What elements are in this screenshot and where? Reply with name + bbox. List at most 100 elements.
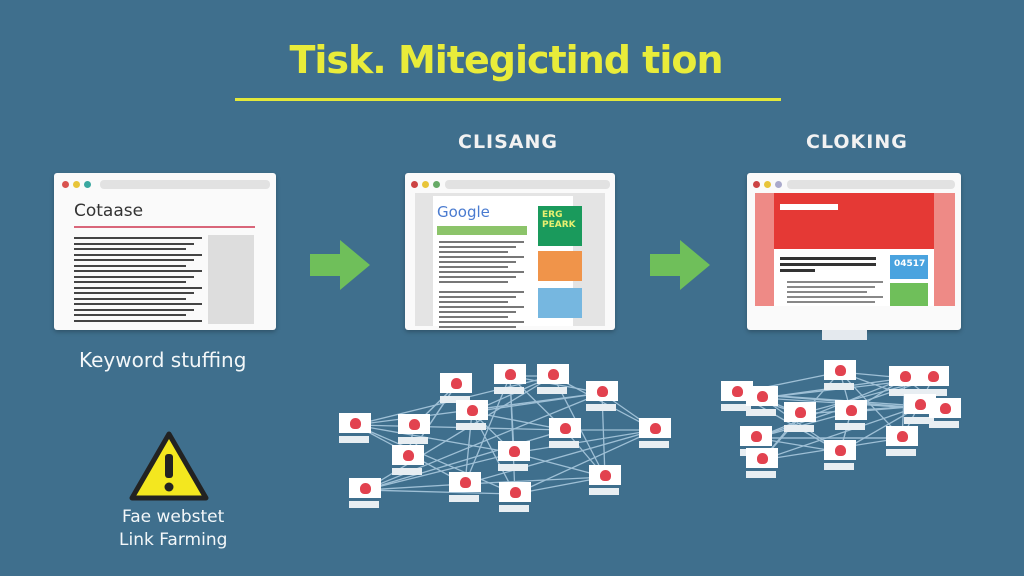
spam-icon	[408, 418, 420, 430]
spam-icon	[450, 377, 462, 389]
text-line	[439, 281, 508, 283]
spam-site-node	[784, 402, 816, 432]
link-line	[552, 375, 656, 431]
keyword-stuffing-page: Cotaase	[54, 173, 276, 330]
link-line	[471, 392, 603, 413]
text-line	[74, 275, 194, 278]
text-line	[439, 266, 508, 268]
text-line	[439, 276, 516, 278]
spam-site-node	[889, 366, 921, 396]
text-line	[787, 281, 883, 283]
spam-site-node	[494, 364, 526, 394]
spam-site-node	[639, 418, 671, 448]
window-controls-icon	[753, 181, 782, 188]
monitor-stand	[822, 330, 867, 340]
spam-icon	[559, 422, 571, 434]
spam-icon	[547, 368, 559, 380]
spam-icon	[599, 469, 611, 481]
text-line	[787, 291, 867, 293]
ad-banner: ERG PEARK	[538, 206, 582, 246]
cloaked-badge: 04517	[890, 255, 928, 279]
spam-site-node	[498, 441, 530, 471]
spam-site-node	[440, 373, 472, 403]
google-results-page: Google ERG PEARK	[405, 173, 615, 330]
spam-icon	[794, 406, 806, 418]
text-line	[74, 242, 194, 245]
spam-site-node	[398, 414, 430, 444]
text-line	[74, 270, 202, 272]
title-underline	[235, 98, 781, 101]
spam-icon	[896, 430, 908, 442]
link-line	[464, 476, 606, 485]
text-line	[439, 311, 516, 313]
link-line	[464, 429, 656, 485]
spam-icon	[750, 430, 762, 442]
text-line	[439, 271, 524, 273]
spam-icon	[466, 404, 478, 416]
spam-icon	[845, 404, 857, 416]
spam-icon	[402, 449, 414, 461]
site-brand: Cotaase	[74, 201, 144, 221]
fake-website-label: Fae webstet	[122, 507, 225, 527]
warning-icon	[129, 431, 209, 501]
section-heading-cloaking-right: CLOKING	[806, 131, 908, 153]
link-line	[514, 429, 656, 495]
spam-icon	[649, 422, 661, 434]
spam-site-node	[721, 381, 753, 411]
spam-icon	[359, 482, 371, 494]
spam-site-node	[746, 448, 778, 478]
spam-icon	[596, 385, 608, 397]
text-line	[74, 314, 186, 316]
spam-icon	[756, 452, 768, 464]
text-line	[74, 281, 186, 283]
spam-icon	[504, 368, 516, 380]
spam-site-node	[499, 482, 531, 512]
window-controls-icon	[62, 181, 91, 188]
link-farming-label: Link Farming	[119, 530, 228, 550]
spam-site-node	[586, 381, 618, 411]
spam-icon	[349, 417, 361, 429]
spam-site-node	[537, 364, 569, 394]
spam-site-node	[917, 366, 949, 396]
window-controls-icon	[411, 181, 440, 188]
spam-site-node	[392, 445, 424, 475]
text-line	[74, 286, 202, 289]
spam-icon	[508, 445, 520, 457]
text-line	[74, 259, 194, 261]
text-line	[439, 296, 516, 298]
spam-site-node	[824, 440, 856, 470]
link-line	[464, 375, 511, 485]
link-line	[364, 452, 515, 491]
spam-site-node	[824, 360, 856, 390]
text-line	[74, 297, 186, 300]
text-line	[439, 291, 524, 293]
text-line	[439, 321, 524, 323]
keyword-stuffing-label: Keyword stuffing	[79, 348, 247, 372]
spam-icon	[756, 390, 768, 402]
arrow-right-icon	[650, 240, 710, 290]
spam-site-node	[349, 478, 381, 508]
spam-site-node	[746, 386, 778, 416]
spam-icon	[914, 398, 926, 410]
spam-icon	[834, 364, 846, 376]
text-line	[439, 256, 524, 258]
spam-site-node	[904, 394, 936, 424]
text-line	[74, 264, 186, 267]
page-title: Tisk. Mitegictind tion	[289, 38, 723, 82]
spam-site-node	[589, 465, 621, 495]
text-line	[74, 253, 202, 256]
spam-icon	[459, 476, 471, 488]
text-line	[439, 251, 508, 253]
spam-icon	[899, 370, 911, 382]
text-line	[74, 303, 202, 305]
link-line	[513, 429, 656, 454]
text-line	[439, 316, 508, 318]
link-line	[364, 429, 566, 491]
link-line	[761, 405, 921, 461]
spam-site-node	[835, 400, 867, 430]
text-line	[439, 261, 516, 263]
text-line	[74, 308, 194, 311]
arrow-right-icon	[310, 240, 370, 290]
link-line	[364, 489, 516, 495]
cloaked-page-monitor: 04517	[747, 173, 961, 330]
